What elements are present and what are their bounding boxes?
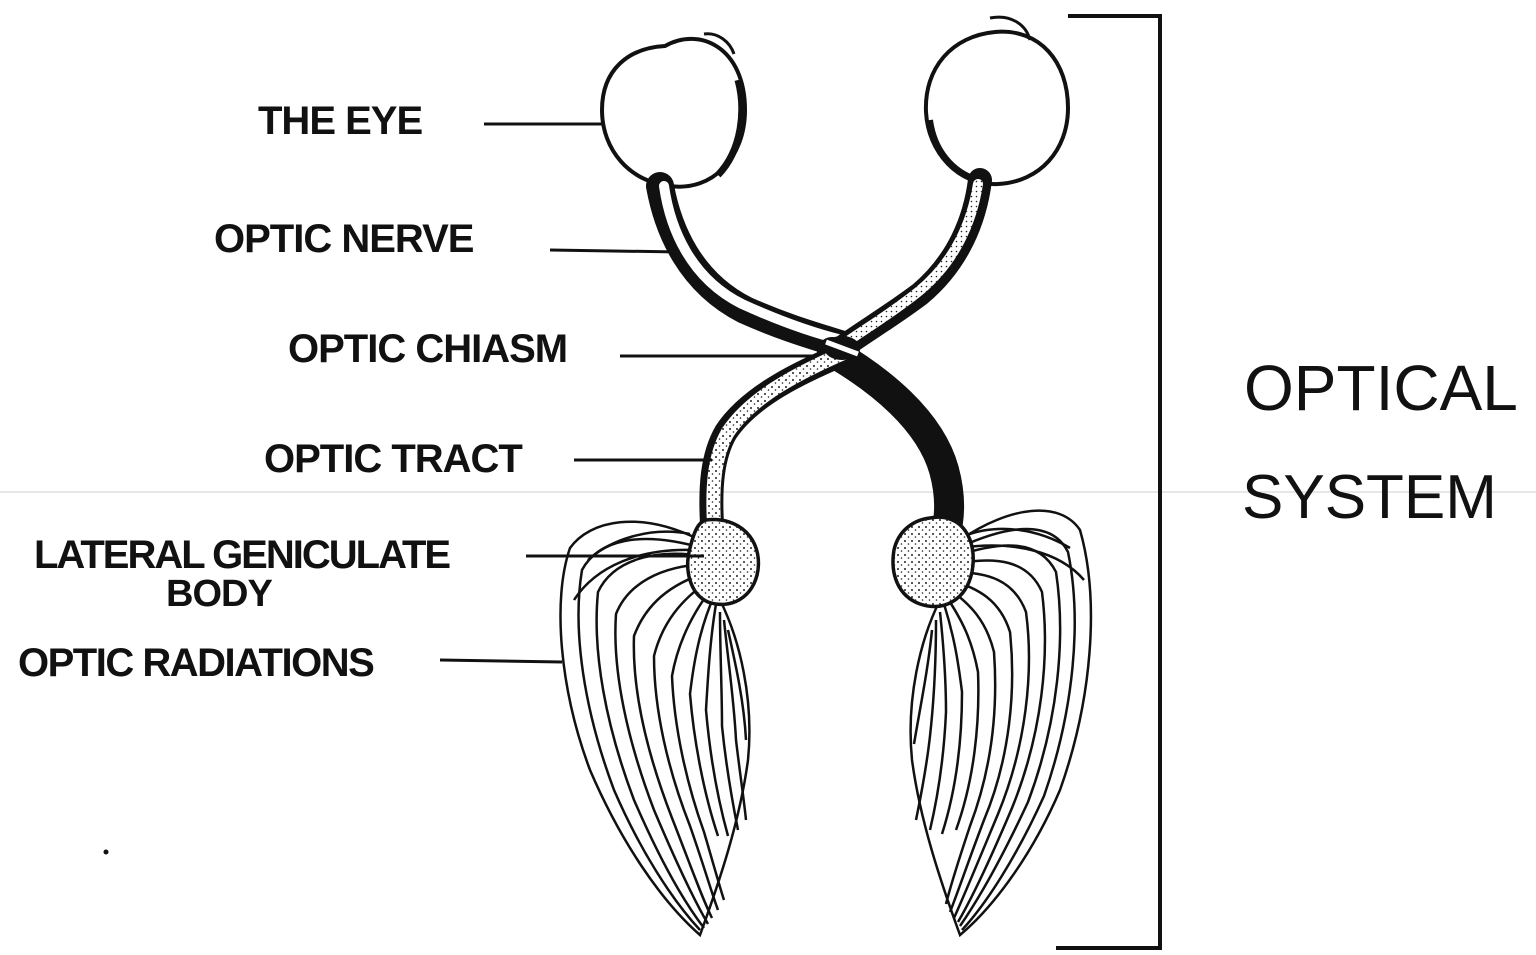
optic-chiasm [824, 336, 860, 360]
scan-speck [104, 850, 109, 855]
leader-line-optic-radiations [440, 660, 562, 662]
label-optic-radiations: OPTIC RADIATIONS [18, 641, 374, 685]
left-optic-nerve [660, 186, 846, 346]
label-optic-nerve: OPTIC NERVE [214, 217, 474, 261]
label-the-eye: THE EYE [258, 99, 422, 143]
label-lateral-geniculate: LATERAL GENICULATE [34, 533, 450, 577]
left-optic-tract [711, 352, 848, 524]
right-optic-nerve [836, 180, 980, 352]
left-lateral-geniculate-body [688, 520, 759, 605]
label-optic-chiasm: OPTIC CHIASM [288, 327, 567, 371]
right-optic-tract [832, 352, 949, 522]
optical-system-bracket [1056, 16, 1160, 948]
label-optical: OPTICAL [1244, 352, 1518, 424]
leader-line-optic-nerve [550, 250, 680, 252]
right-lateral-geniculate-body [893, 517, 973, 606]
label-lateral-geniculate-body: BODY [166, 573, 272, 615]
label-system: SYSTEM [1242, 463, 1497, 532]
right-eye [926, 17, 1068, 184]
left-eye [602, 34, 745, 187]
label-optic-tract: OPTIC TRACT [264, 437, 522, 481]
